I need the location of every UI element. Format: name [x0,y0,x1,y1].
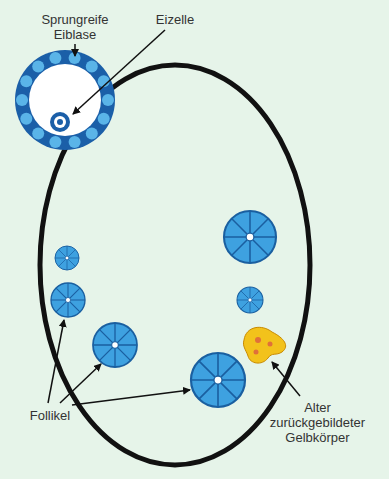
corpus-luteum [243,327,285,363]
ripe-follicle [15,50,115,150]
label-follicles: Follikel [10,408,90,423]
label-ripe-follicle: Sprungreife Eiblase [20,12,130,42]
label-corpus-luteum: Alter zurückgebildeter Gelbkörper [255,400,380,445]
follicles [51,211,276,407]
label-egg-cell: Eizelle [140,12,210,27]
leader-arrows [48,30,300,405]
